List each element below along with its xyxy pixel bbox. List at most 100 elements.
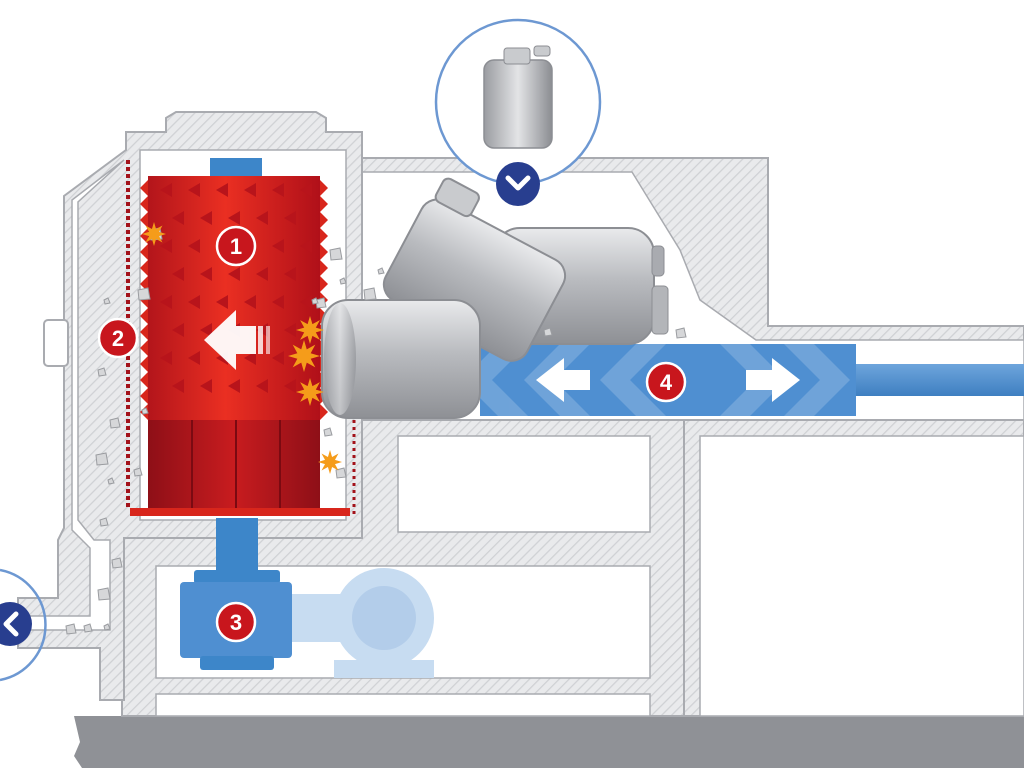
rotor-edge-tooth (140, 244, 148, 260)
debris-piece (311, 297, 319, 305)
rotor-edge-tooth (140, 212, 148, 228)
svg-text:3: 3 (230, 610, 242, 635)
rotor-tooth (284, 379, 296, 393)
rotor-tooth (216, 295, 228, 309)
debris-piece (97, 587, 111, 601)
rotor-tooth (284, 323, 296, 337)
discharge-indicator-button[interactable] (0, 602, 32, 646)
rotor-tooth (200, 211, 212, 225)
electric-motor (286, 568, 434, 678)
rotor-tooth (256, 211, 268, 225)
rotor-edge-tooth (140, 340, 148, 356)
rotor-edge-tooth (140, 356, 148, 372)
rotor-tooth (272, 183, 284, 197)
floor (74, 716, 1024, 768)
rotor-edge-tooth (140, 388, 148, 404)
arrow-left-icon (204, 310, 270, 370)
spark (288, 340, 320, 372)
svg-text:1: 1 (230, 234, 242, 259)
rotor-tooth (272, 351, 284, 365)
rotor-tooth (228, 379, 240, 393)
drum-front (321, 299, 481, 419)
rotor-tooth (160, 351, 172, 365)
rotor-tooth (200, 323, 212, 337)
debris-piece (543, 327, 553, 337)
shredded-material (65, 227, 687, 635)
debris-piece (363, 287, 377, 301)
debris-piece (315, 297, 327, 309)
rotor-edge-tooth (320, 404, 328, 420)
debris-piece (65, 623, 77, 635)
svg-text:4: 4 (660, 370, 673, 395)
debris-piece (137, 287, 151, 301)
debris-piece (329, 247, 343, 261)
rotor-edge-tooth (320, 244, 328, 260)
rotor-edge-tooth (140, 260, 148, 276)
rotor-shaft-bottom (216, 518, 258, 576)
callout-2: 2 (97, 317, 139, 359)
debris-piece (99, 517, 109, 527)
rotor-edge-tooth (140, 308, 148, 324)
debris-piece (103, 623, 111, 631)
rotor-tooth (300, 295, 312, 309)
rotor-tooth (272, 295, 284, 309)
callout-4: 4 (645, 361, 687, 403)
rotor-edge-tooth (320, 212, 328, 228)
chevron-left-icon (3, 611, 19, 637)
debris-piece (103, 297, 111, 305)
rotor-tooth (188, 183, 200, 197)
rotor-edge-tooth (140, 228, 148, 244)
rotor-tooth (172, 211, 184, 225)
debris-piece (675, 327, 687, 339)
canister-icon (483, 45, 553, 149)
debris-piece (133, 467, 143, 477)
debris-piece (377, 267, 385, 275)
rotor-tooth (160, 239, 172, 253)
rotor-edge-tooth (320, 228, 328, 244)
rotor-shaft-top (210, 158, 262, 180)
rotor-tooth (188, 351, 200, 365)
spark (318, 450, 342, 474)
debris-piece (111, 557, 123, 569)
debris-piece (83, 623, 93, 633)
rotor-tooth (172, 379, 184, 393)
rotor-tooth (200, 267, 212, 281)
debris-piece (95, 452, 109, 466)
debris-piece (109, 417, 121, 429)
rotor-tooth (244, 351, 256, 365)
rotor-edge-tooth (320, 260, 328, 276)
callout-1: 1 (215, 225, 257, 267)
double-arrow-icon (536, 358, 800, 402)
rotor-tooth (172, 323, 184, 337)
rotor-tooth (228, 267, 240, 281)
rotor-tooth (188, 295, 200, 309)
spark (142, 222, 166, 246)
rotor-tooth (160, 183, 172, 197)
rotor-edge-tooth (140, 196, 148, 212)
rotor-tooth (160, 295, 172, 309)
rotor-tooth (256, 379, 268, 393)
rotor-tooth (228, 211, 240, 225)
svg-text:2: 2 (112, 326, 124, 351)
impact-sparks (142, 222, 342, 474)
debris-piece (141, 407, 149, 415)
debris-piece (323, 427, 333, 437)
feed-container-indicator (434, 18, 602, 186)
rotor-tooth (244, 183, 256, 197)
feed-indicator-button[interactable] (496, 162, 540, 206)
rotor-tooth (244, 295, 256, 309)
callout-3: 3 (215, 601, 257, 643)
rotor-edge-tooth (140, 324, 148, 340)
rotor-edge-tooth (140, 372, 148, 388)
rotor-tooth (216, 183, 228, 197)
discharge-indicator (0, 568, 47, 682)
rotor-tooth (300, 183, 312, 197)
rotor-tooth (300, 239, 312, 253)
rotor-tooth (200, 379, 212, 393)
rotor-edge-tooth (320, 196, 328, 212)
rotor-tooth (188, 239, 200, 253)
rotor-edge-tooth (320, 180, 328, 196)
rotor-tooth (272, 239, 284, 253)
debris-piece (107, 477, 115, 485)
